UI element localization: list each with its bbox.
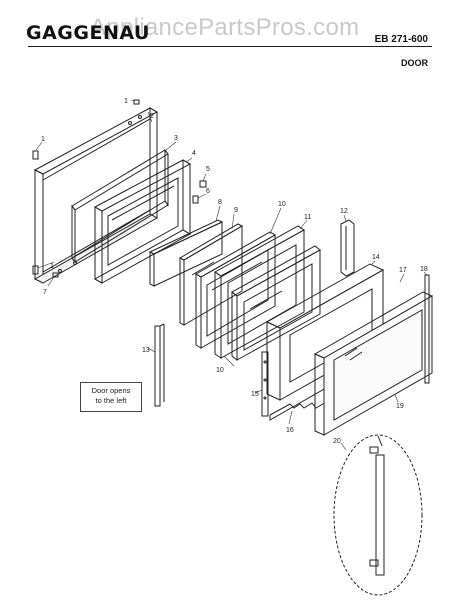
panel-frame-11 [214,225,305,359]
callout-1-top: 1 [41,136,45,143]
callout-13: 13 [142,347,150,354]
callout-4: 4 [192,150,196,157]
intermediate-panel-10 [195,231,276,349]
glass-pane-9 [178,223,244,326]
clip-6 [192,195,199,204]
callout-12: 12 [340,208,348,215]
door-seal-gasket [71,148,169,264]
callout-20: 20 [333,438,341,445]
callout-10-bottom: 10 [216,367,224,374]
header-rule [28,46,432,47]
callout-6: 6 [206,188,210,195]
callout-5: 5 [206,166,210,173]
callout-10-top: 10 [278,201,286,208]
panel-frame-10-lower [231,245,321,362]
callout-16: 16 [286,427,294,434]
detail-oval-20 [333,434,423,596]
callout-7: 7 [43,289,47,296]
callout-11: 11 [304,214,311,221]
note-line-1: Door opens [91,386,131,395]
callout-3: 3 [174,135,178,142]
clip-5 [199,180,207,188]
trim-strip-18 [424,274,430,384]
hinge-bracket-12 [340,219,355,277]
door-orientation-note: Door opens to the left [80,382,142,412]
front-glass-panel-19 [313,291,434,436]
door-outer-frame [33,107,159,284]
section-title: DOOR [401,58,428,68]
model-number: EB 271-600 [374,34,428,45]
callout-17: 17 [399,267,407,274]
glass-pane-8 [148,219,224,287]
callout-15: 15 [251,391,259,398]
callout-1-bottom: 1 [50,263,54,270]
callout-1-pin: 1 [124,98,128,105]
brand-logo: GAGGENAU [26,22,150,44]
note-line-2: to the left [95,396,127,405]
hinge-strip-15 [261,351,269,417]
handle-rod-13 [154,323,165,407]
callout-14: 14 [372,254,380,261]
callout-8: 8 [218,199,222,206]
callout-2: 2 [150,113,154,120]
callout-9: 9 [234,207,238,214]
callout-19: 19 [396,403,404,410]
watermark: AppliancePartsPros.com [90,14,360,41]
detail-handle [375,454,385,576]
callout-18: 18 [420,266,428,273]
